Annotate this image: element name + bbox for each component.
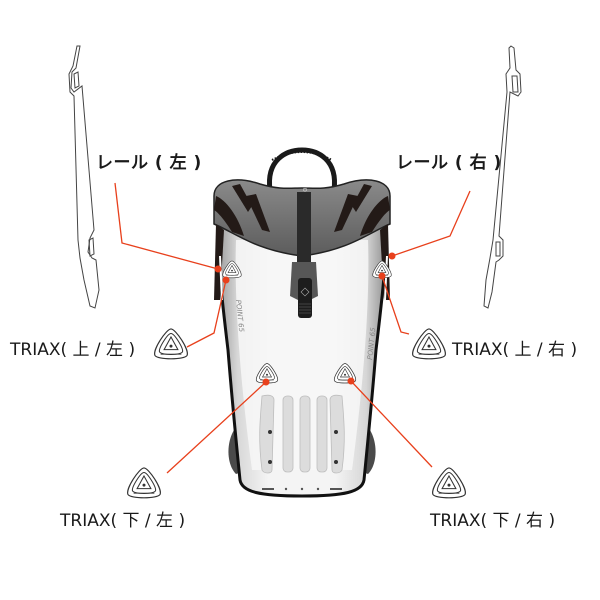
leader-rail-right <box>391 190 471 257</box>
label-triax-upper-left: TRIAX( 上 / 左 ) <box>10 340 136 360</box>
backpack-ribs <box>259 394 345 474</box>
rail-right-icon <box>483 45 522 309</box>
label-triax-lower-right: TRIAX( 下 / 右 ) <box>430 511 556 531</box>
triax-icon-lower-left <box>127 467 161 499</box>
leader-triax-upper-right <box>381 275 410 335</box>
leader-rail-left <box>114 182 219 270</box>
leader-triax-upper-left <box>186 279 227 348</box>
backpack-buckle <box>290 192 318 318</box>
leader-triax-lower-left <box>166 381 267 474</box>
label-rail-left: レール ( 左 ) <box>96 153 202 173</box>
label-triax-upper-right: TRIAX( 上 / 右 ) <box>452 340 578 360</box>
triax-icon-lower-right <box>432 467 466 499</box>
side-text-left: POINT 65 <box>234 299 245 333</box>
label-triax-lower-left: TRIAX( 下 / 左 ) <box>60 511 186 531</box>
leader-lines <box>114 182 471 474</box>
triax-icon-upper-left <box>154 328 188 360</box>
leader-triax-lower-right <box>350 380 433 468</box>
rail-left-icon <box>68 45 100 309</box>
leader-dots <box>214 252 396 386</box>
triax-icon-upper-right <box>412 328 446 360</box>
label-rail-right: レール ( 右 ) <box>396 153 502 173</box>
backpack-handle <box>267 147 337 193</box>
side-text-right: POINT 65 <box>366 327 377 361</box>
